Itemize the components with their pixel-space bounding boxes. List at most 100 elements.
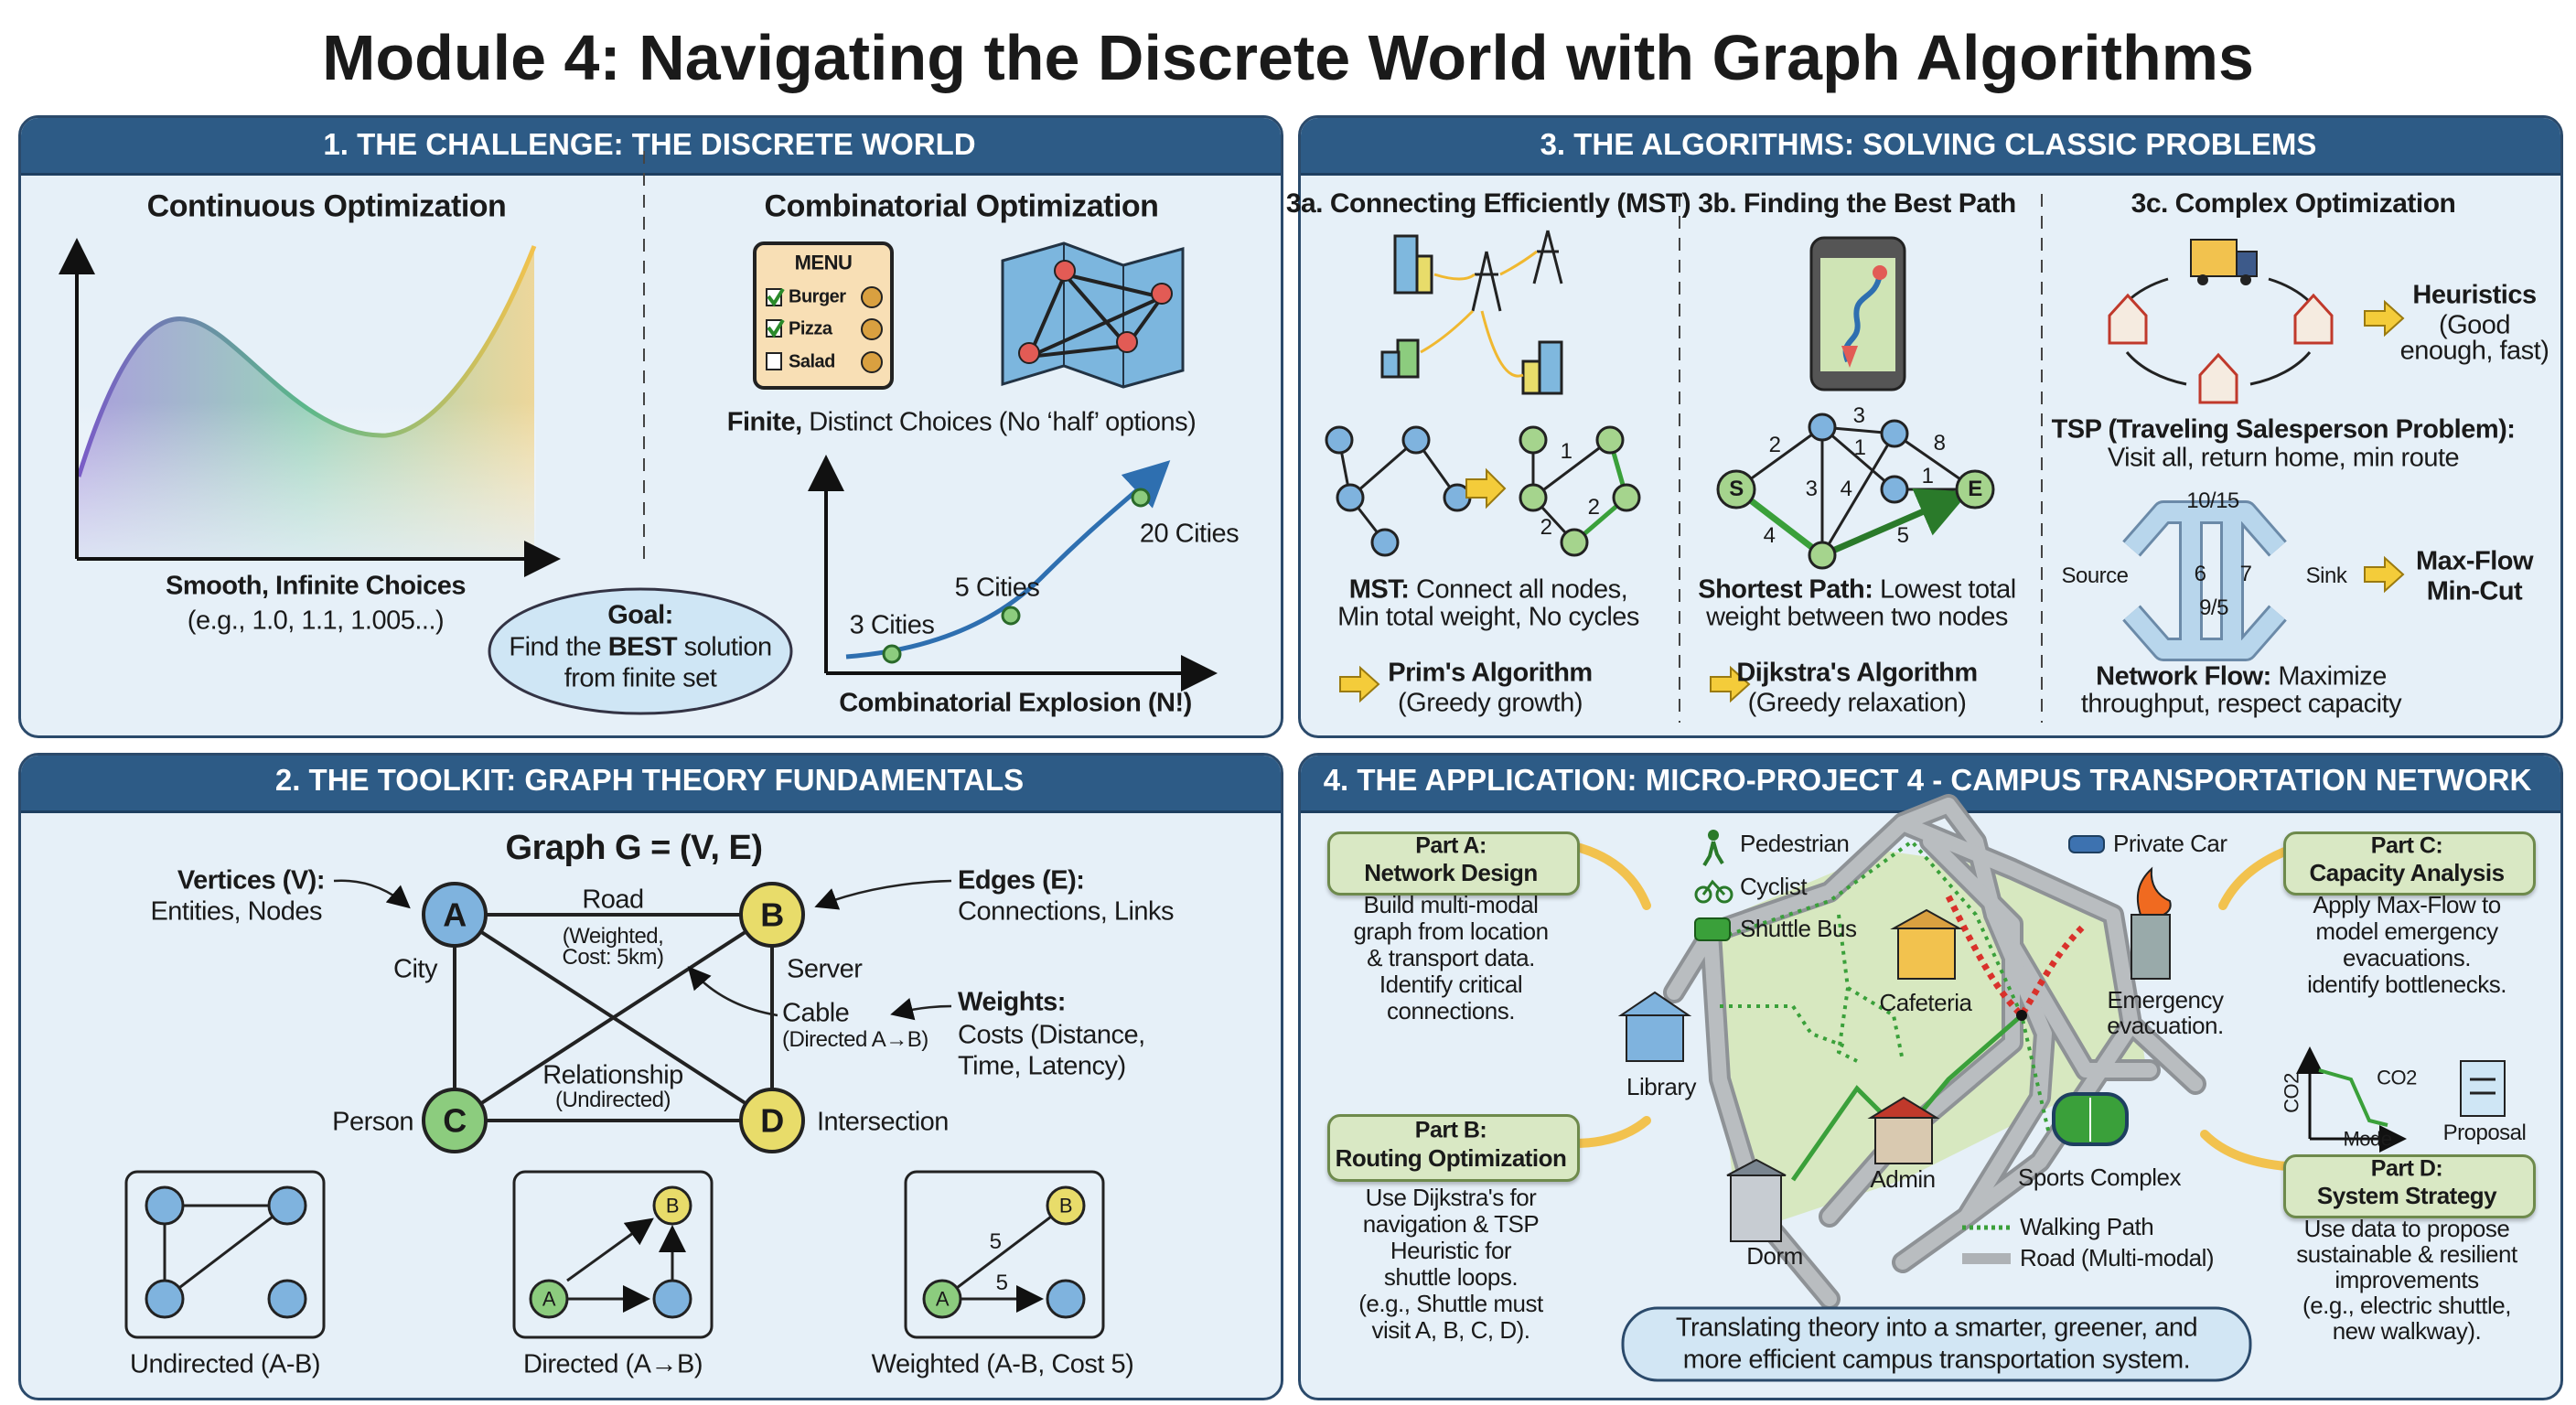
mst-weight: 1 [1560,439,1572,465]
cafeteria-icon [1890,908,1963,980]
path-desc: Shortest Path: Lowest total [1698,574,2016,605]
main-graph [422,882,805,1153]
legend-walking: Walking Path [2020,1213,2154,1241]
point-20-cities [1131,488,1151,508]
mst-graph-before [1325,425,1472,557]
mst-desc-bold: MST: [1348,574,1410,605]
road-detail: (Weighted, [562,924,664,949]
part-d-line: (e.g., electric shuttle, [2302,1292,2511,1320]
path-weight: 4 [1763,523,1776,549]
co2-axis-label: CO2 [2280,1073,2303,1113]
node-d-label: D [760,1101,784,1140]
summary-banner [1621,1306,2252,1382]
node-d-role: Intersection [817,1107,949,1137]
path-weight: 1 [1921,464,1934,489]
place-library: Library [1626,1073,1696,1101]
path-desc-rest: Lowest total [1873,574,2016,605]
network-flow-diagram [2122,500,2287,661]
part-b-line: Use Dijkstra's for [1365,1184,1537,1212]
growth-chart [808,455,1218,692]
heuristics-arrow-icon [2364,299,2405,338]
node-c-label: C [443,1101,467,1140]
menu-item: Burger [789,286,846,307]
choices-text: Finite, Distinct Choices (No ‘half’ opti… [727,407,1197,437]
algorithms-header: 3. THE ALGORITHMS: SOLVING CLASSIC PROBL… [1540,127,2317,162]
part-a-line: Identify critical [1379,971,1523,999]
page-title: Module 4: Navigating the Discrete World … [322,21,2254,93]
place-emergency: Emergency [2107,986,2225,1014]
weighted-weight: 5 [989,1229,1002,1255]
menu-icon [753,241,894,390]
part-c-line: evacuations. [2343,944,2471,972]
menu-item: Salad [789,351,835,372]
maxflow-arrow-icon [2364,555,2405,594]
house-icon [2108,293,2334,404]
panel-algorithms [1298,115,2563,738]
example-weighted [904,1170,1105,1339]
part-d-line: new walkway). [2332,1317,2482,1346]
flow-label-left: 6 [2194,562,2206,587]
mode-shuttle-bus: Shuttle Bus [1740,915,1857,943]
directed-node-b: B [665,1194,680,1217]
goal-post: solution [677,632,772,662]
weighted-node-a: A [935,1287,950,1311]
continuous-curve [76,245,537,477]
point-3-cities [882,644,902,664]
prims-arrow-icon [1339,665,1380,703]
path-weight: 3 [1852,403,1865,429]
mode-pedestrian: Pedestrian [1740,830,1850,858]
flow-label-bottom: 9/5 [2199,595,2228,621]
path-weight: 8 [1933,431,1946,456]
mode-private-car: Private Car [2113,830,2227,858]
graph-title: Graph G = (V, E) [505,829,763,868]
part-b-line: (e.g., Shuttle must [1358,1290,1543,1318]
dorm-icon [1726,1158,1787,1242]
pedestrian-icon [1702,830,1724,867]
weights-title: Weights: [958,987,1066,1017]
prims-label: Prim's Algorithm [1388,658,1593,688]
goal-pre: Find the [509,632,608,662]
part-b-line: visit A, B, C, D). [1371,1316,1530,1345]
map-icon [1001,241,1185,389]
vertices-title: Vertices (V): [177,865,326,896]
mst-desc2: Min total weight, No cycles [1337,602,1639,632]
truck-icon [2190,239,2258,285]
part-d-label: Part D: [2370,1155,2443,1182]
goal-line2: from finite set [564,663,717,693]
weights-desc: Costs (Distance, [958,1020,1145,1050]
shuttle-bus-icon [1694,917,1731,941]
node-c-role: Person [332,1107,413,1137]
growth-label: 20 Cities [1139,519,1240,549]
part-a-line: connections. [1387,997,1515,1025]
part-c-line: Apply Max-Flow to [2313,891,2501,919]
place-emergency: evacuation. [2107,1012,2224,1040]
part-d-line: improvements [2334,1266,2479,1294]
node-c [422,1088,488,1153]
directed-node-a: A [542,1287,556,1311]
weighted-node-b: B [1058,1194,1073,1217]
mode-axis-label: Mode [2343,1127,2392,1151]
part-c-label: Part C: [2370,832,2443,859]
weights-desc: Time, Latency) [958,1051,1126,1081]
mincut-label: Min-Cut [2426,576,2523,606]
flow-desc: Network Flow: Maximize [2096,661,2387,692]
flow-source: Source [2061,563,2129,589]
shortest-path-graph [1716,413,1995,570]
path-desc2: weight between two nodes [1706,602,2008,632]
part-b-line: Heuristic for [1390,1237,1512,1265]
cable-detail: (Directed A→B) [782,1027,928,1053]
part-c-title: Capacity Analysis [2309,859,2505,887]
node-b-label: B [760,896,784,934]
part-c-line: identify bottlenecks. [2307,971,2506,999]
place-cafeteria: Cafeteria [1879,989,1973,1017]
place-admin: Admin [1870,1165,1936,1194]
mst-desc-rest: Connect all nodes, [1409,574,1628,605]
part-a-line: graph from location [1353,917,1549,946]
vertices-desc: Entities, Nodes [150,896,322,927]
flow-label-top: 10/15 [2186,488,2239,514]
dijkstra-arrow-icon [1710,665,1751,703]
flow-desc-bold: Network Flow: [2096,661,2271,692]
part-d-box [2283,1154,2536,1218]
power-grid-icon [1380,230,1563,395]
directed-caption: Directed (A→B) [522,1349,703,1379]
